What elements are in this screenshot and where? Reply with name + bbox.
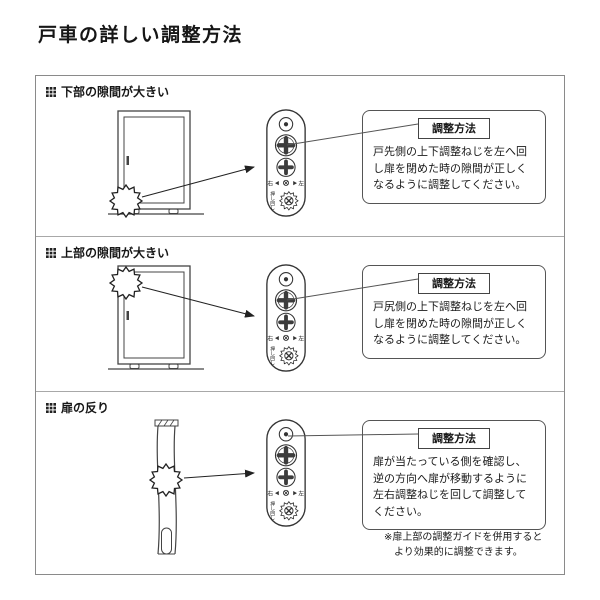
label-left: 左 <box>298 179 304 187</box>
section-heading-text: 扉の反り <box>61 401 110 415</box>
section-top-gap: 上部の隙間が大きい 右 <box>36 236 564 391</box>
pivot-dot <box>283 432 289 437</box>
tiny-screw-icon <box>282 334 290 341</box>
pivot-dot <box>283 122 289 127</box>
label-left: 左 <box>298 334 304 342</box>
label-push-turn: 押し回し <box>269 500 274 520</box>
lateral-adjust-screw-icon <box>276 312 296 332</box>
callout-adjust-method: 調整方法 戸尻側の上下調整ねじを左へ回し扉を閉めた時の隙間が正しくなるように調整… <box>362 265 546 359</box>
footnote: ※扉上部の調整ガイドを併用すると より効果的に調整できます。 <box>384 532 543 558</box>
screw-end-icon <box>284 196 294 206</box>
door-roller-foot <box>168 363 179 369</box>
impact-starburst-icon <box>149 463 183 497</box>
roller-adjuster-detail: 右 左 押し回し <box>266 264 306 372</box>
door-illustration-top-gap <box>108 265 204 370</box>
label-right: 右 <box>267 179 273 187</box>
lateral-adjust-screw-icon <box>276 157 296 177</box>
roller-adjuster-detail: 右 左 押し回し <box>266 419 306 527</box>
tiny-screw-icon <box>282 489 290 496</box>
screw-end-icon <box>284 351 294 361</box>
door-illustration-bottom-gap <box>108 110 204 218</box>
phillips-cross <box>276 445 296 465</box>
section-heading-text: 上部の隙間が大きい <box>61 246 170 260</box>
door-roller-foot <box>129 363 140 369</box>
callout-title: 調整方法 <box>418 118 490 139</box>
arrow-right-icon <box>293 490 297 496</box>
callout-body: 扉が当たっている側を確認し、逆の方向へ扉が移動するように左右調整ねじを回して調整… <box>373 456 527 518</box>
arrow-left-icon <box>275 180 279 186</box>
callout-title: 調整方法 <box>418 273 490 294</box>
arrow <box>183 469 255 479</box>
callout-adjust-method: 調整方法 戸先側の上下調整ねじを左へ回し扉を閉めた時の隙間が正しくなるように調整… <box>362 110 546 204</box>
arrow-right-icon <box>293 180 297 186</box>
section-heading-text: 下部の隙間が大きい <box>61 85 170 99</box>
pivot-dot <box>283 277 289 282</box>
door-inner-frame <box>123 116 185 204</box>
callout-body: 戸尻側の上下調整ねじを左へ回し扉を閉めた時の隙間が正しくなるように調整してくださ… <box>373 301 527 346</box>
phillips-cross <box>278 314 294 331</box>
door-handle <box>126 156 129 165</box>
section-marker-icon <box>46 247 56 258</box>
section-header: 下部の隙間が大きい <box>46 83 169 100</box>
arrow-left-icon <box>275 335 279 341</box>
section-header: 上部の隙間が大きい <box>46 244 169 261</box>
phillips-cross <box>278 469 294 486</box>
tiny-screw-cross <box>283 180 289 185</box>
tiny-screw-icon <box>282 179 290 186</box>
door-handle <box>126 311 129 320</box>
screw-end-cross <box>285 507 293 515</box>
tiny-screw-cross <box>283 335 289 340</box>
door-edge-illustration-warp <box>149 419 183 555</box>
tiny-screw-cross <box>283 490 289 495</box>
callout-body: 戸先側の上下調整ねじを左へ回し扉を閉めた時の隙間が正しくなるように調整してくださ… <box>373 146 527 191</box>
section-header: 扉の反り <box>46 399 109 416</box>
label-left: 左 <box>298 489 304 497</box>
roller-adjuster-detail: 右 左 押し回し <box>266 109 306 217</box>
page-title: 戸車の詳しい調整方法 <box>38 25 244 46</box>
lateral-adjust-screw-icon <box>276 467 296 487</box>
roller-housing <box>161 527 172 555</box>
label-right: 右 <box>267 489 273 497</box>
screw-end-cross <box>285 197 293 205</box>
door-roller-foot <box>168 208 179 214</box>
section-marker-icon <box>46 86 56 97</box>
section-bottom-gap: 下部の隙間が大きい 右 <box>36 76 564 236</box>
label-push-turn: 押し回し <box>269 345 274 365</box>
section-marker-icon <box>46 402 56 413</box>
door-top-cap <box>154 419 179 427</box>
screw-end-cross <box>285 352 293 360</box>
label-push-turn: 押し回し <box>269 190 274 210</box>
arrow-right-icon <box>293 335 297 341</box>
vertical-adjust-screw-icon <box>274 444 298 467</box>
hatch-lines <box>157 419 175 427</box>
content-box: 下部の隙間が大きい 右 <box>35 75 565 575</box>
label-right: 右 <box>267 334 273 342</box>
callout-title: 調整方法 <box>418 428 490 449</box>
callout-adjust-method: 調整方法 扉が当たっている側を確認し、逆の方向へ扉が移動するように左右調整ねじを… <box>362 420 546 530</box>
section-door-warp: 扉の反り 右 <box>36 391 564 574</box>
arrow-left-icon <box>275 490 279 496</box>
screw-end-icon <box>284 506 294 516</box>
phillips-cross <box>278 159 294 176</box>
